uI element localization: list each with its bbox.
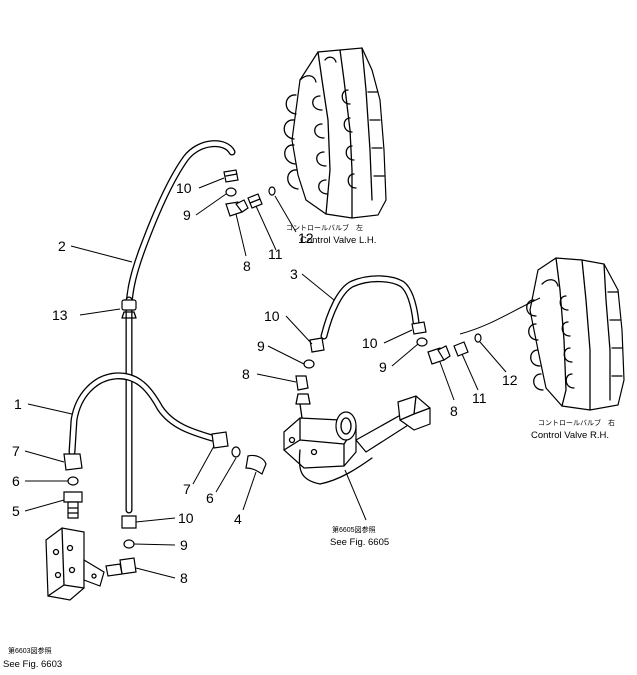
callout-8b: 8 [242,366,250,382]
callout-12b: 12 [502,372,518,388]
callout-9c: 9 [379,359,387,375]
callout-5: 5 [12,503,20,519]
callout-8d: 8 [180,570,188,586]
sleeve-9-top [225,187,237,197]
left-bracket-block [45,527,105,601]
nut-10-right [411,321,427,335]
callout-2: 2 [58,238,66,254]
oring-12-top [268,186,276,196]
elbow-4 [245,454,267,475]
elbow-8-mid [295,375,309,391]
callout-3: 3 [290,266,298,282]
fig6603-label: See Fig. 6603 [3,659,62,670]
callout-9a: 9 [183,207,191,223]
sleeve-9-right [416,337,428,347]
control-valve-lh [283,47,387,219]
elbow-8-right [427,345,451,365]
callout-7a: 7 [12,443,20,459]
valve-rh-jp-label: コントロールバルブ 右 [538,418,615,427]
callout-9b: 9 [257,338,265,354]
elbow-8-bottom [105,557,137,577]
callout-10b: 10 [264,308,280,324]
nut-7-mid [211,431,229,449]
connector-5 [63,491,83,519]
callout-7b: 7 [183,481,191,497]
oring-12-right [474,333,482,343]
elbow-8-top [225,199,249,217]
nut-10-bottom [121,515,137,529]
nut-10-top [223,169,239,183]
fig6605-jp-label: 第6605図参照 [332,525,376,534]
callout-8c: 8 [450,403,458,419]
callout-10d: 10 [178,510,194,526]
fig6605-label: See Fig. 6605 [330,537,389,548]
callout-4: 4 [234,511,242,527]
pipe-1 [68,372,216,456]
swivel-block [283,393,431,485]
callout-12a: 12 [298,230,314,246]
clamp-13 [121,299,137,319]
fig6603-jp-label: 第6603図参照 [8,646,52,655]
callout-9d: 9 [180,537,188,553]
callout-1: 1 [14,396,22,412]
callout-numbers: 2 3 1 13 10 9 8 11 12 10 9 8 10 9 8 11 1… [12,180,518,586]
callout-10a: 10 [176,180,192,196]
nut-7-left [63,453,83,471]
callout-13: 13 [52,307,68,323]
callout-10c: 10 [362,335,378,351]
callout-6a: 6 [12,473,20,489]
callout-8a: 8 [243,258,251,274]
callout-6b: 6 [206,490,214,506]
connector-11-right [453,341,469,357]
sleeve-6-mid [231,446,241,458]
sleeve-9-bottom [123,539,135,549]
pipe-3 [320,275,420,340]
callout-11b: 11 [472,390,487,406]
valve-rh-label: Control Valve R.H. [531,430,609,441]
callout-11a: 11 [268,246,283,262]
connector-11-top [247,193,263,209]
control-valve-rh [526,257,625,411]
sleeve-6-left [67,476,79,486]
valve-lh-jp-label: コントロールバルブ 左 [286,223,363,232]
leader-lines [24,177,541,579]
valve-lh-label: Control Valve L.H. [300,235,376,246]
sleeve-9-mid [303,359,315,369]
nut-10-mid [309,337,325,353]
pipe-2 [125,140,236,309]
